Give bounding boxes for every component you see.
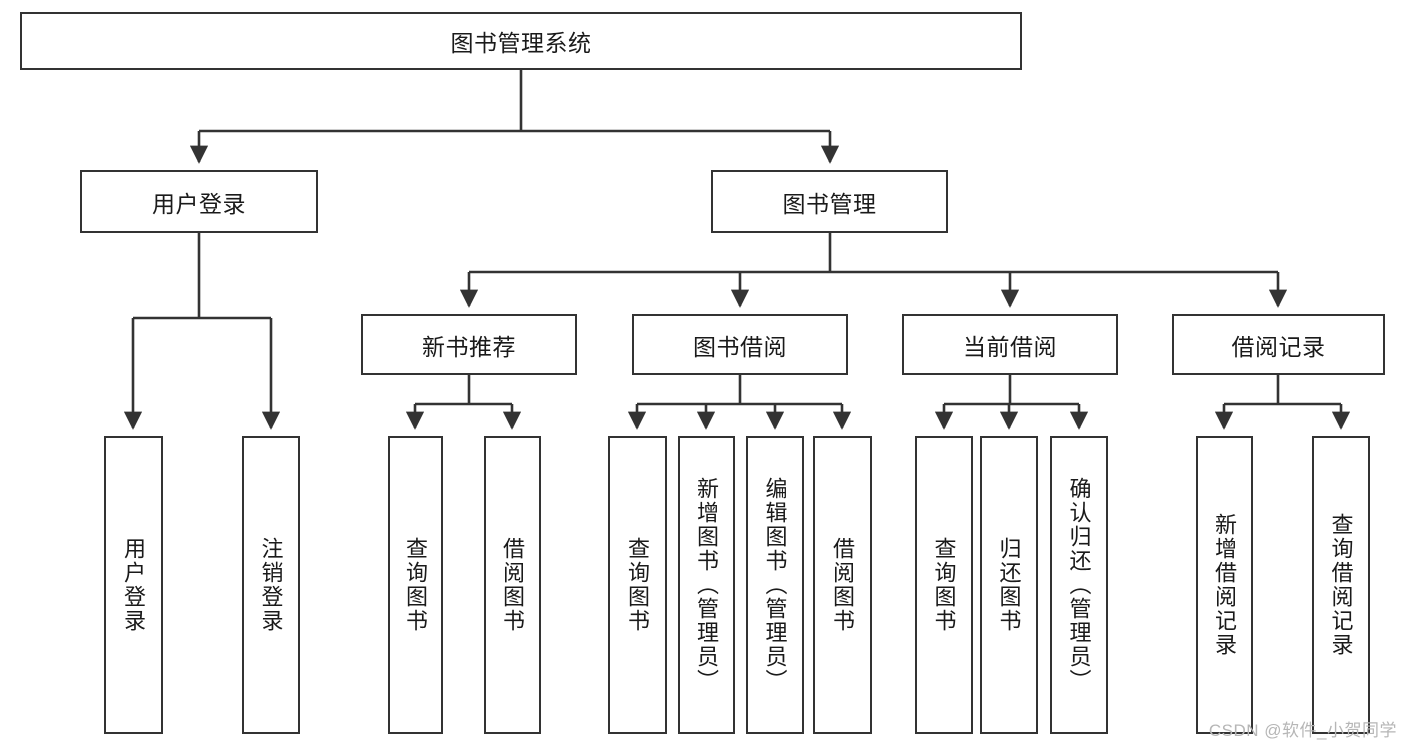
node-leaf-add-borrow-record[interactable]: 新增借阅记录: [1196, 436, 1253, 734]
node-leaf-confirm-return-admin[interactable]: 确认归还（管理员）: [1050, 436, 1108, 734]
leaf-label: 用户登录: [121, 537, 147, 633]
node-borrow-record[interactable]: 借阅记录: [1172, 314, 1385, 375]
node-root-system[interactable]: 图书管理系统: [20, 12, 1022, 70]
node-user-login[interactable]: 用户登录: [80, 170, 318, 233]
leaf-label: 新增图书（管理员）: [694, 477, 720, 693]
node-leaf-add-book-admin[interactable]: 新增图书（管理员）: [678, 436, 735, 734]
leaf-label: 新增借阅记录: [1212, 513, 1238, 657]
node-new-book-recommend[interactable]: 新书推荐: [361, 314, 577, 375]
leaf-label: 借阅图书: [500, 537, 526, 633]
leaf-label: 查询图书: [403, 537, 429, 633]
leaf-label: 归还图书: [996, 537, 1022, 633]
leaf-label: 查询借阅记录: [1328, 513, 1354, 657]
node-book-borrow[interactable]: 图书借阅: [632, 314, 848, 375]
leaf-label: 编辑图书（管理员）: [762, 477, 788, 693]
node-leaf-user-login[interactable]: 用户登录: [104, 436, 163, 734]
leaf-label: 借阅图书: [830, 537, 856, 633]
node-leaf-return-book[interactable]: 归还图书: [980, 436, 1038, 734]
node-leaf-query-book-borrow[interactable]: 查询图书: [608, 436, 667, 734]
node-leaf-logout[interactable]: 注销登录: [242, 436, 300, 734]
node-leaf-query-book-current[interactable]: 查询图书: [915, 436, 973, 734]
node-leaf-query-book-rec[interactable]: 查询图书: [388, 436, 443, 734]
node-leaf-edit-book-admin[interactable]: 编辑图书（管理员）: [746, 436, 804, 734]
leaf-label: 查询图书: [931, 537, 957, 633]
node-book-management[interactable]: 图书管理: [711, 170, 948, 233]
leaf-label: 确认归还（管理员）: [1066, 477, 1092, 693]
node-leaf-borrow-book[interactable]: 借阅图书: [813, 436, 872, 734]
leaf-label: 查询图书: [625, 537, 651, 633]
node-leaf-query-borrow-record[interactable]: 查询借阅记录: [1312, 436, 1370, 734]
node-leaf-borrow-book-rec[interactable]: 借阅图书: [484, 436, 541, 734]
node-current-borrow[interactable]: 当前借阅: [902, 314, 1118, 375]
leaf-label: 注销登录: [258, 537, 284, 633]
